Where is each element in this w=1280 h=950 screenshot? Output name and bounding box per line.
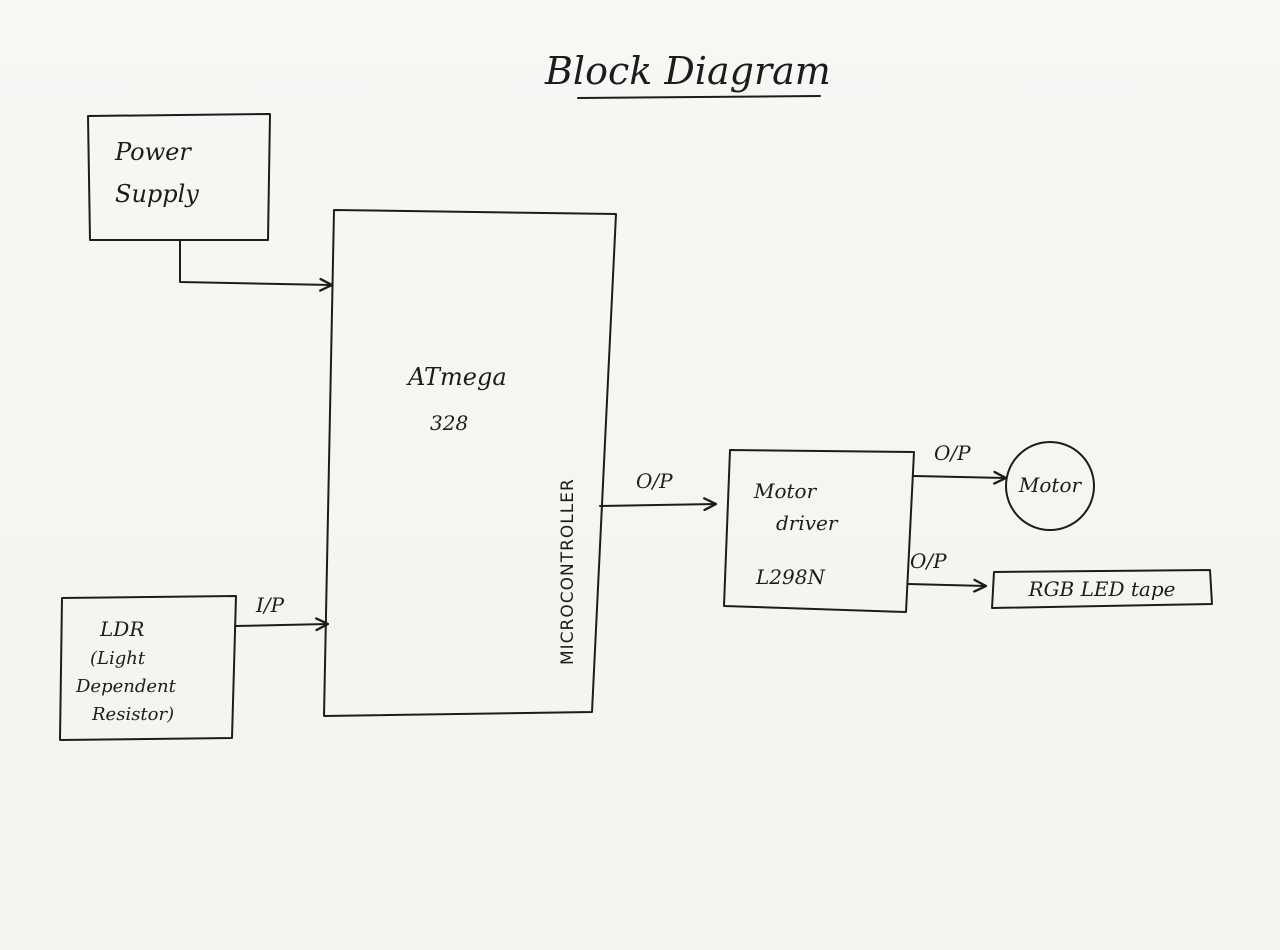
motor-label: Motor	[1018, 473, 1083, 497]
ldr-block: LDR (Light Dependent Resistor)	[59, 595, 237, 741]
power-supply-block: Power Supply	[87, 113, 271, 241]
ldr-label-line4: Resistor)	[91, 704, 174, 725]
motor-driver-box	[723, 449, 915, 613]
power-supply-label-line1: Power	[114, 138, 192, 166]
ldr-label-line2: (Light	[90, 648, 146, 669]
title-group: Block Diagram	[544, 49, 831, 99]
power-supply-box	[87, 113, 271, 241]
motor-driver-part: L298N	[755, 565, 826, 589]
motor-circle	[1005, 441, 1095, 531]
mcu-type-label: MICROCONTROLLER	[558, 478, 578, 665]
diagram-title: Block Diagram	[544, 49, 831, 93]
rgb-led-label: RGB LED tape	[1028, 577, 1176, 601]
power-supply-label-line2: Supply	[115, 180, 199, 208]
mcu-name-line2: 328	[430, 411, 468, 435]
ldr-box	[59, 595, 237, 741]
mcu-to-driver-arrow	[599, 497, 718, 512]
driver-to-motor-label: O/P	[934, 441, 971, 465]
title-underline	[577, 95, 821, 99]
motor-block: Motor	[1005, 441, 1095, 531]
ldr-label-line3: Dependent	[75, 676, 177, 697]
mcu-to-driver-label: O/P	[636, 469, 673, 493]
driver-to-led-arrow	[907, 578, 988, 593]
rgb-led-box	[991, 569, 1213, 609]
ldr-to-mcu-label: I/P	[255, 593, 285, 617]
driver-to-motor-arrow	[913, 470, 1008, 485]
power-to-mcu-arrow	[179, 239, 334, 292]
driver-to-led-label: O/P	[910, 549, 947, 573]
motor-driver-label-line2: driver	[776, 511, 839, 535]
motor-driver-label-line1: Motor	[753, 479, 818, 503]
rgb-led-block: RGB LED tape	[991, 569, 1213, 609]
microcontroller-box	[323, 209, 617, 717]
ldr-label-line1: LDR	[99, 617, 144, 641]
mcu-name-line1: ATmega	[406, 363, 507, 391]
motor-driver-block: Motor driver L298N	[723, 449, 915, 613]
ldr-to-mcu-arrow	[235, 617, 330, 632]
microcontroller-block: ATmega 328 MICROCONTROLLER	[323, 209, 617, 717]
